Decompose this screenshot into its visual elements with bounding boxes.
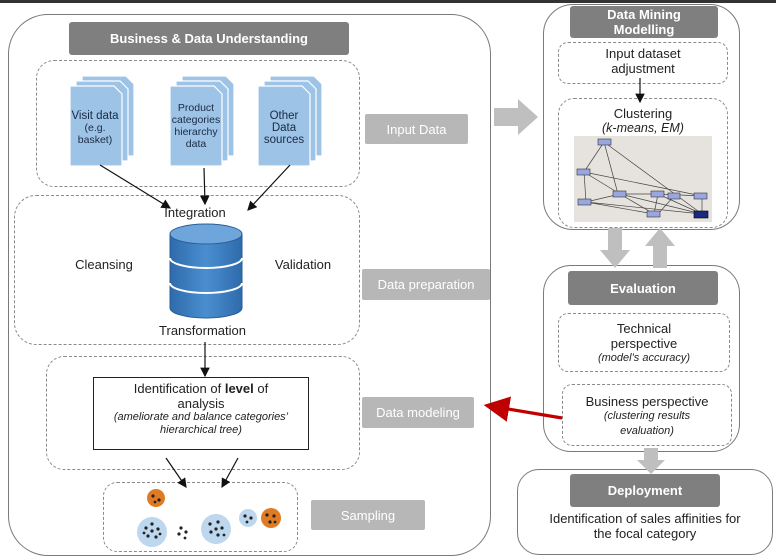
doc-label-line: sources — [263, 134, 305, 146]
cluster-network-image — [574, 136, 712, 222]
document-stack-icon — [257, 75, 323, 167]
business-line1: Business perspective — [585, 394, 709, 409]
sampling-tag: Sampling — [311, 500, 425, 530]
doc-other-sources: Other Data sources — [256, 72, 326, 168]
doc-label-line: hierarchy — [174, 126, 218, 138]
database-icon — [168, 222, 244, 322]
validation-label: Validation — [274, 257, 332, 272]
business-perspective-box — [562, 384, 732, 446]
level-title-post: of — [253, 381, 269, 396]
data-modeling-group — [46, 356, 360, 470]
technical-perspective-label: Technical perspective (model’s accuracy) — [558, 321, 730, 366]
clustering-label: Clustering — [613, 106, 673, 121]
cluster-samples-illustration — [110, 484, 290, 550]
data-preparation-tag: Data preparation — [362, 269, 490, 300]
sampling-group — [103, 482, 298, 552]
level-title-line2: analysis — [177, 396, 225, 411]
data-mining-modelling-header: Data Mining Modelling — [570, 6, 718, 38]
doc-label-line: data — [185, 138, 207, 150]
business-data-understanding-header: Business & Data Understanding — [69, 22, 349, 55]
input-adjustment-box — [558, 42, 728, 84]
doc-label-line: Visit data — [71, 110, 119, 122]
gray-arrow-down-to-evaluation — [600, 228, 630, 268]
dm-header-line2: Modelling — [613, 22, 675, 37]
level-identification-title: Identification of level of — [94, 381, 308, 396]
input-adj-line1: Input dataset — [605, 46, 681, 61]
blue-cluster-icon — [239, 509, 257, 527]
doc-product-categories: Product categories hierarchy data — [168, 72, 238, 168]
document-stack-icon — [69, 75, 135, 167]
level-title-pre: Identification of — [133, 381, 225, 396]
clustering-sublabel: (k-means, EM) — [602, 121, 684, 135]
doc-label-line: Other — [269, 110, 299, 122]
deployment-line1: Identification of sales affinities for — [549, 511, 741, 526]
deployment-text: Identification of sales affinities for t… — [517, 511, 773, 541]
integration-label: Integration — [164, 205, 226, 220]
doc-label-line: basket) — [77, 134, 113, 146]
business-perspective-label: Business perspective (clustering results… — [562, 394, 732, 439]
data-preparation-group — [14, 195, 360, 345]
technical-sub: (model’s accuracy) — [597, 352, 691, 364]
level-subtitle: (ameliorate and balance categories’ hier… — [113, 411, 289, 436]
doc-label-line: Product — [177, 102, 215, 114]
doc-visit-data: Visit data (e.g. basket) — [68, 72, 138, 168]
level-title-bold: level — [224, 381, 254, 396]
business-sub-line2: evaluation) — [620, 425, 674, 437]
input-adjustment-label: Input dataset adjustment — [558, 46, 728, 76]
cleansing-label: Cleansing — [75, 257, 133, 272]
top-border-line — [0, 0, 776, 3]
doc-label-line: categories — [171, 114, 221, 126]
technical-perspective-box — [558, 313, 730, 372]
orange-cluster-icon — [261, 508, 281, 528]
input-data-group — [36, 60, 360, 187]
technical-line1: Technical — [616, 321, 672, 336]
gray-arrow-to-data-mining — [494, 99, 538, 135]
doc-label-line: Data — [271, 122, 297, 134]
input-data-tag: Input Data — [365, 114, 468, 144]
dm-header-line1: Data Mining — [607, 7, 681, 22]
deployment-line2: the focal category — [593, 526, 697, 541]
deployment-header: Deployment — [570, 474, 720, 507]
input-adj-line2: adjustment — [611, 61, 675, 76]
technical-line2: perspective — [610, 336, 678, 351]
evaluation-header: Evaluation — [568, 271, 718, 305]
data-modeling-tag: Data modeling — [362, 397, 474, 428]
transformation-label: Transformation — [159, 323, 246, 338]
doc-label-line: (e.g. — [84, 122, 106, 134]
orange-cluster-icon — [147, 489, 165, 507]
business-sub-line1: (clustering results — [603, 410, 691, 422]
document-stack-icon — [169, 75, 235, 167]
level-identification-box: Identification of level of analysis (ame… — [93, 377, 309, 450]
gray-arrow-up-to-clustering — [645, 228, 675, 268]
